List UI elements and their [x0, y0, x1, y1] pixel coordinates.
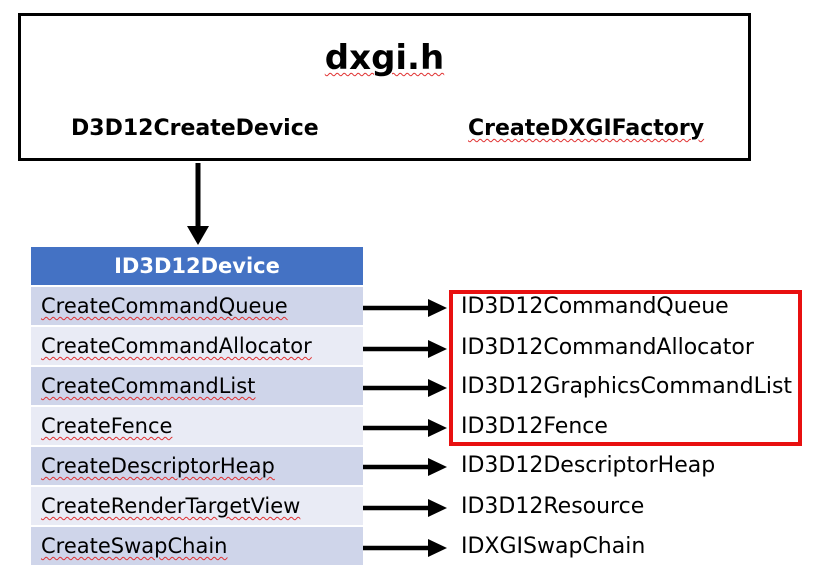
- method-row: CreateSwapChain: [31, 527, 363, 567]
- method-row: CreateCommandList: [31, 367, 363, 407]
- return-type-label: ID3D12CommandQueue: [461, 294, 729, 319]
- create-dxgi-factory-label: CreateDXGIFactory: [468, 116, 705, 141]
- method-name: CreateRenderTargetView: [41, 494, 301, 518]
- arrow-right-icon: [363, 419, 447, 437]
- return-type-label: ID3D12Fence: [461, 414, 608, 439]
- d3d12-create-device-label: D3D12CreateDevice: [71, 116, 319, 141]
- header-box: dxgi.h D3D12CreateDevice CreateDXGIFacto…: [18, 13, 751, 161]
- method-name: CreateCommandQueue: [41, 294, 288, 318]
- method-name: CreateFence: [41, 414, 173, 438]
- arrow-right-icon: [363, 379, 447, 397]
- method-name: CreateCommandAllocator: [41, 334, 312, 358]
- method-row: CreateCommandQueue: [31, 287, 363, 327]
- method-row: CreateRenderTargetView: [31, 487, 363, 527]
- method-name: CreateCommandList: [41, 374, 256, 398]
- method-row: CreateCommandAllocator: [31, 327, 363, 367]
- return-type-label: ID3D12Resource: [461, 494, 645, 519]
- arrow-right-icon: [363, 499, 447, 517]
- highlight-box: [449, 290, 802, 446]
- return-type-label: ID3D12CommandAllocator: [461, 335, 754, 360]
- header-title: dxgi.h: [324, 38, 445, 78]
- arrow-right-icon: [363, 340, 447, 358]
- table-header: ID3D12Device: [31, 247, 363, 287]
- arrow-right-icon: [363, 539, 447, 557]
- return-type-label: ID3D12DescriptorHeap: [461, 453, 716, 478]
- method-row: CreateFence: [31, 407, 363, 447]
- device-method-table: ID3D12Device CreateCommandQueue CreateCo…: [31, 247, 363, 567]
- arrow-right-icon: [363, 458, 447, 476]
- method-name: CreateDescriptorHeap: [41, 454, 275, 478]
- down-arrow-connector: [187, 163, 209, 245]
- return-type-label: ID3D12GraphicsCommandList: [461, 374, 793, 399]
- method-row: CreateDescriptorHeap: [31, 447, 363, 487]
- return-type-label: IDXGISwapChain: [461, 534, 646, 559]
- method-name: CreateSwapChain: [41, 534, 228, 558]
- arrow-right-icon: [363, 299, 447, 317]
